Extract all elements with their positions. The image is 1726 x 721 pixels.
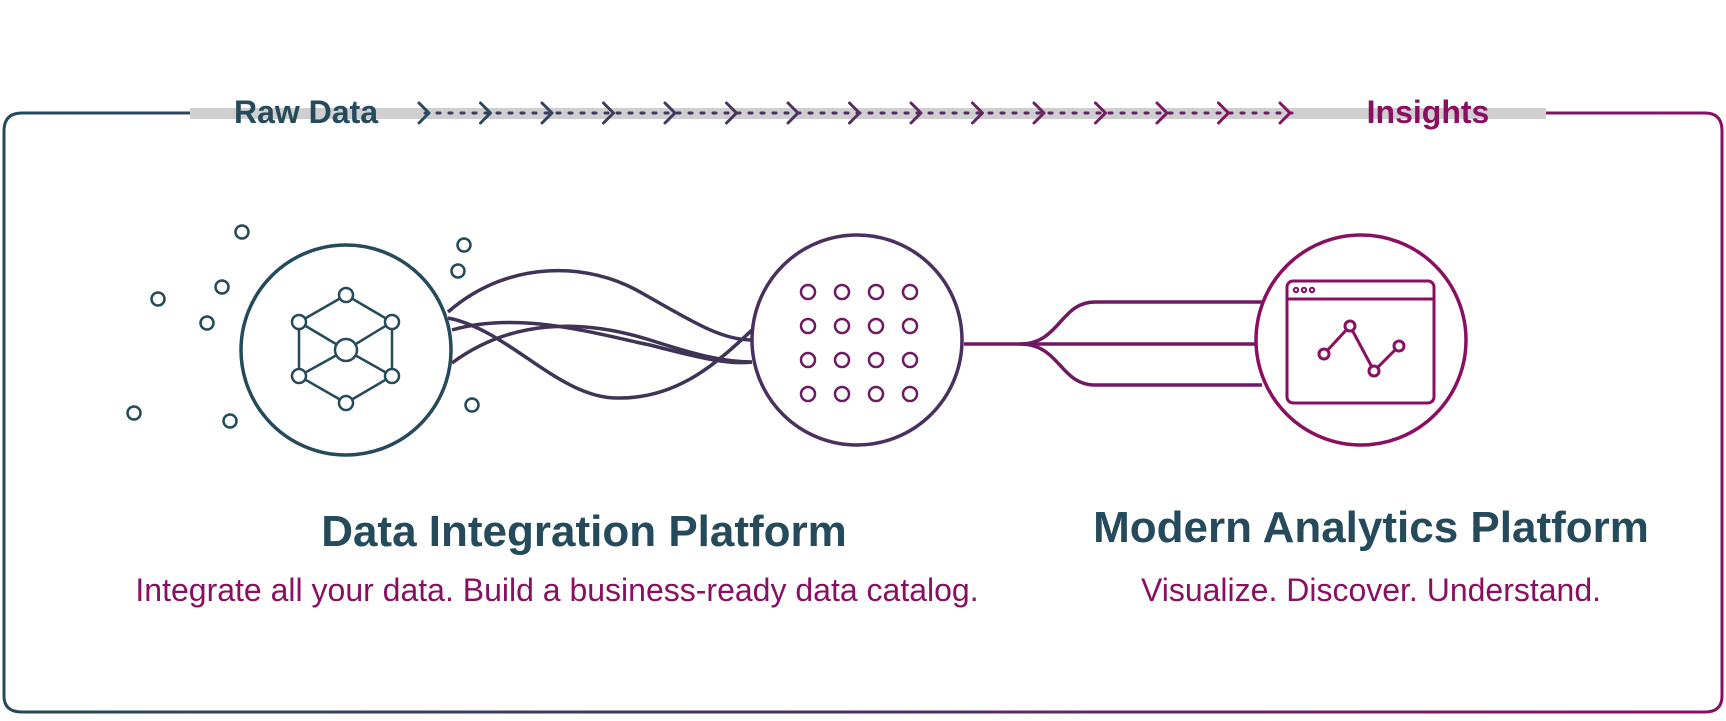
grid-dot [833, 351, 851, 369]
grid-dot [833, 317, 851, 335]
raw-data-label: Raw Data [234, 94, 378, 130]
raw-data-dot [222, 413, 238, 429]
flow-chevron [786, 101, 800, 125]
flow-chevron [1094, 101, 1107, 125]
grid-dot [867, 283, 885, 301]
raw-data-dot [150, 291, 166, 307]
analytics-branch [1019, 300, 1262, 346]
raw-data-dot [126, 405, 142, 421]
flow-chevron [1217, 101, 1230, 125]
integration-curve [446, 268, 753, 342]
network-hexagon-node [239, 243, 453, 457]
analytics-subtitle: Visualize. Discover. Understand. [1141, 572, 1601, 608]
flow-chevron [909, 101, 923, 125]
flow-chevron [1278, 101, 1292, 125]
flow-chevron [725, 101, 738, 125]
grid-dot [799, 317, 817, 335]
grid-dot [833, 283, 851, 301]
flow-chevron [479, 101, 492, 125]
raw-data-dot [214, 279, 230, 295]
analytics-branch [1019, 342, 1262, 387]
analytics-branches [964, 300, 1262, 387]
integration-subtitle: Integrate all your data. Build a busines… [135, 572, 978, 608]
flow-chevron [663, 101, 677, 125]
dot-grid-node [750, 233, 964, 447]
catalog-node-circle [750, 233, 964, 447]
flow-chevron [848, 101, 861, 125]
grid-dot [901, 283, 919, 301]
grid-dot [901, 351, 919, 369]
analytics-title: Modern Analytics Platform [1093, 503, 1649, 552]
integration-curves [446, 268, 754, 400]
flow-chevron [971, 101, 984, 125]
integration-title: Data Integration Platform [321, 507, 847, 556]
raw-data-dot [456, 237, 472, 253]
flow-chevron [1155, 101, 1169, 125]
analytics-node-circle [1254, 233, 1468, 447]
flow-chevron [1032, 101, 1046, 125]
grid-dot [867, 351, 885, 369]
integration-curve [450, 324, 753, 365]
insights-label: Insights [1367, 94, 1490, 130]
raw-data-dots [126, 224, 480, 429]
grid-dot [799, 351, 817, 369]
flow-chevrons [417, 101, 1292, 125]
dot-grid-icon [799, 283, 919, 403]
flow-chevron [602, 101, 615, 125]
grid-dot [901, 385, 919, 403]
network-hexagon-icon [290, 286, 401, 412]
grid-dot [867, 317, 885, 335]
integration-curve [447, 316, 754, 400]
flow-chevron [417, 101, 431, 125]
raw-data-dot [199, 315, 215, 331]
raw-data-dot [450, 263, 466, 279]
analytics-window-node [1254, 233, 1468, 447]
outer-frame [2, 111, 1724, 714]
grid-dot [799, 283, 817, 301]
grid-dot [867, 385, 885, 403]
analytics-window-icon [1285, 279, 1436, 405]
grid-dot [901, 317, 919, 335]
raw-data-dot [464, 397, 480, 413]
flow-chevron [540, 101, 554, 125]
grid-dot [799, 385, 817, 403]
grid-dot [833, 385, 851, 403]
raw-data-dot [234, 224, 250, 240]
